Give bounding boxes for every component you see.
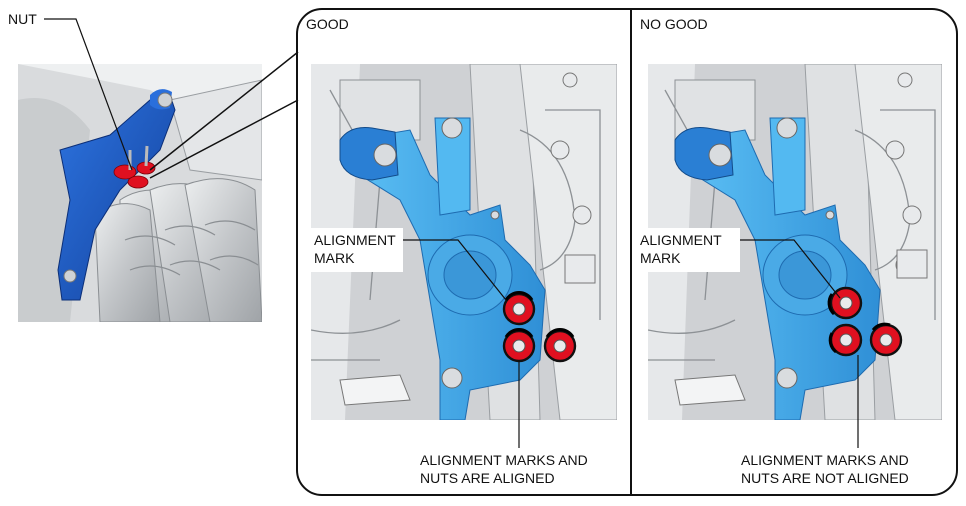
good-caption-line2: NUTS ARE ALIGNED — [420, 470, 555, 486]
panel-divider — [630, 8, 632, 496]
good-title: GOOD — [306, 16, 349, 32]
no-good-title: NO GOOD — [640, 16, 708, 32]
callout-wedge — [149, 51, 299, 179]
good-mark-label-line1: ALIGNMENT — [314, 232, 396, 248]
no-good-mark-leader — [740, 239, 841, 299]
good-mark-leader — [402, 239, 507, 301]
good-caption-line1: ALIGNMENT MARKS AND — [420, 452, 588, 468]
nut-label: NUT — [8, 11, 37, 27]
no-good-mark-label-box: ALIGNMENT MARK — [640, 228, 740, 272]
no-good-caption-line2: NUTS ARE NOT ALIGNED — [741, 470, 909, 486]
no-good-mark-label-line2: MARK — [640, 250, 681, 266]
good-mark-label-line2: MARK — [314, 250, 355, 266]
no-good-mark-label-line1: ALIGNMENT — [640, 232, 722, 248]
good-mark-label-box: ALIGNMENT MARK — [311, 228, 403, 272]
nut-leader-line — [44, 18, 133, 171]
overview-illustration — [18, 64, 262, 322]
comparison-frame — [296, 8, 958, 496]
no-good-caption-line1: ALIGNMENT MARKS AND — [741, 452, 909, 468]
